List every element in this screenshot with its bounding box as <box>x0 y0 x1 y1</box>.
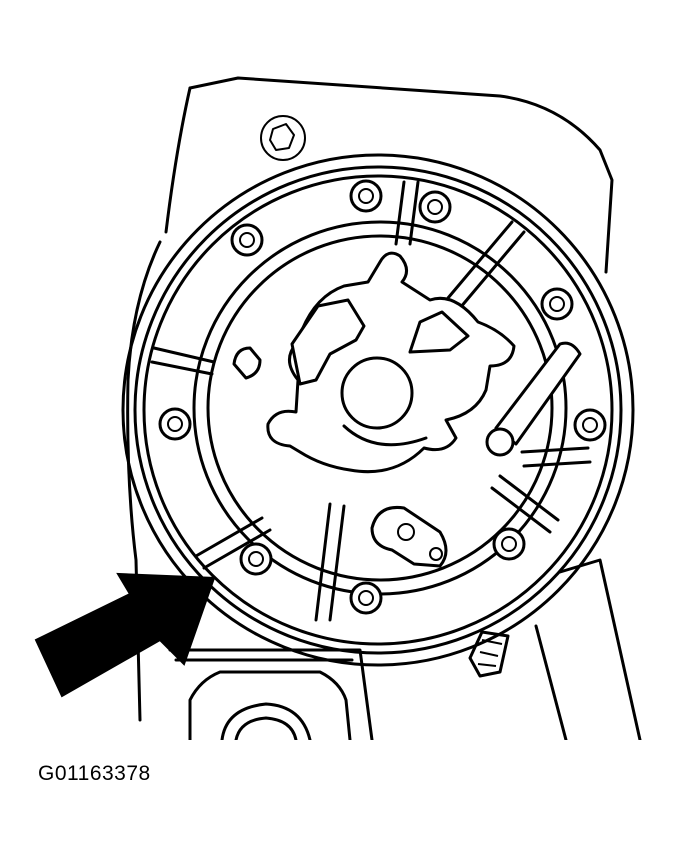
left-pin <box>232 346 262 380</box>
bolt-9 <box>349 581 383 615</box>
engine-housing <box>126 76 642 740</box>
bolt-8 <box>239 542 273 576</box>
lever-pivot <box>485 427 515 457</box>
bolt-1 <box>349 179 383 213</box>
lever-arm <box>485 341 582 457</box>
indicator-arrow <box>34 572 216 698</box>
bolt-5 <box>158 407 192 441</box>
lower-bracket <box>370 505 448 568</box>
hex-bolt-top <box>260 115 306 161</box>
pointer-tab <box>408 310 470 354</box>
bolt-6 <box>573 408 607 442</box>
cover-ribs <box>150 180 592 622</box>
center-bore <box>340 356 414 430</box>
engine-cover-diagram <box>34 76 642 740</box>
bolt-2 <box>418 190 452 224</box>
bolt-3 <box>230 223 264 257</box>
bolt-4 <box>540 287 574 321</box>
cam-plate <box>266 251 516 474</box>
figure-id-label: G01163378 <box>38 762 151 785</box>
bolt-7 <box>492 527 526 561</box>
